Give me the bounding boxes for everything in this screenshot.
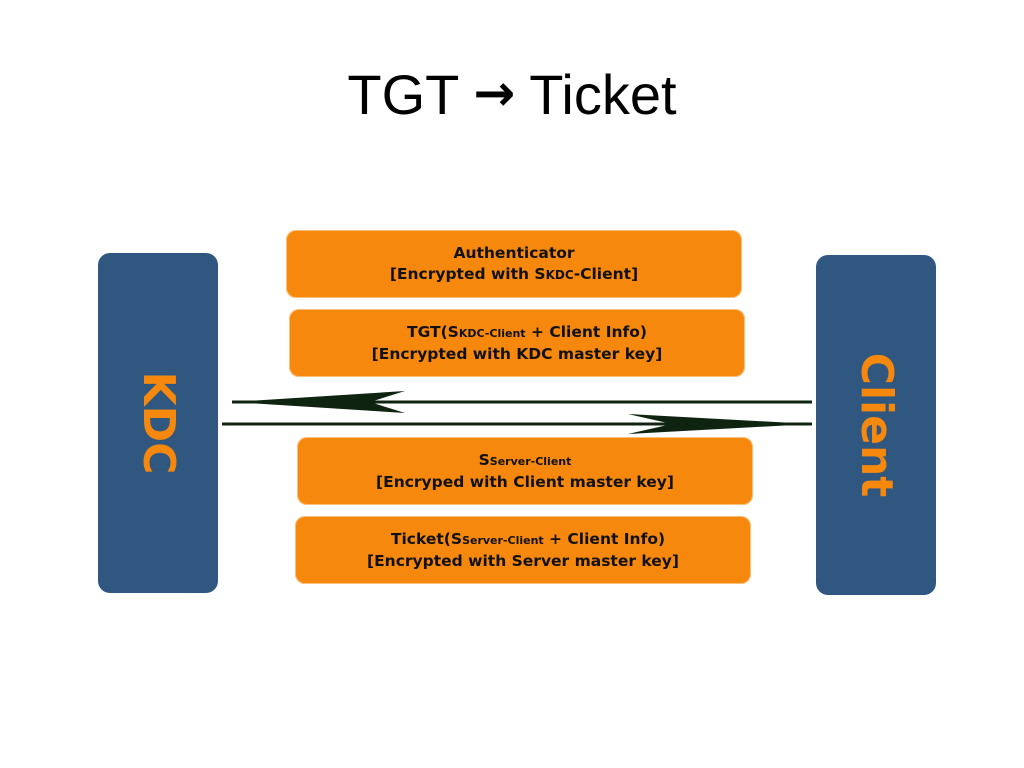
message-line: Authenticator <box>286 243 742 264</box>
message-line: [Encryped with Client master key] <box>297 472 753 493</box>
ticket-message: Ticket(SServer-Client + Client Info) [En… <box>295 516 751 584</box>
message-subscript: Server-Client <box>489 454 572 468</box>
client-label: Client <box>851 352 902 498</box>
message-text: Ticket(S <box>390 529 463 548</box>
message-text: + Client Info) <box>525 322 647 341</box>
kdc-block: KDC <box>98 253 218 593</box>
message-subscript: KDC-Client <box>458 326 526 340</box>
arrowhead-left-icon <box>232 391 405 413</box>
title-right: Ticket <box>529 63 677 126</box>
right-arrow-icon: → <box>473 64 516 122</box>
message-line: SServer-Client <box>297 450 753 472</box>
slide-title: TGT→Ticket <box>0 62 1024 130</box>
kdc-label: KDC <box>133 371 184 475</box>
message-text: S <box>478 450 490 469</box>
message-line: Ticket(SServer-Client + Client Info) <box>295 529 751 551</box>
message-text: [Encryped with Client master key] <box>376 472 674 491</box>
message-text: [Encrypted with Server master key] <box>367 551 679 570</box>
message-line: [Encrypted with SKDC-Client] <box>286 264 742 286</box>
client-block: Client <box>816 255 936 595</box>
arrow-to-kdc <box>232 391 812 413</box>
session-key-message: SServer-Client [Encryped with Client mas… <box>297 437 753 505</box>
message-line: [Encrypted with Server master key] <box>295 551 751 572</box>
tgt-message: TGT(SKDC-Client + Client Info) [Encrypte… <box>289 309 745 377</box>
message-text: [Encrypted with S <box>389 264 546 283</box>
message-text: TGT(S <box>407 322 459 341</box>
message-line: [Encrypted with KDC master key] <box>289 344 745 365</box>
arrow-to-client <box>222 414 812 434</box>
message-subscript: Server-Client <box>462 533 544 547</box>
message-text: Authenticator <box>453 243 575 262</box>
arrowhead-right-icon <box>628 414 812 434</box>
title-left: TGT <box>347 63 460 126</box>
message-text: [Encrypted with KDC master key] <box>371 344 663 363</box>
message-text: + Client Info) <box>543 529 666 548</box>
authenticator-message: Authenticator [Encrypted with SKDC-Clien… <box>286 230 742 298</box>
message-subscript: KDC <box>545 267 574 282</box>
message-line: TGT(SKDC-Client + Client Info) <box>289 322 745 344</box>
message-text: -Client] <box>573 264 639 283</box>
